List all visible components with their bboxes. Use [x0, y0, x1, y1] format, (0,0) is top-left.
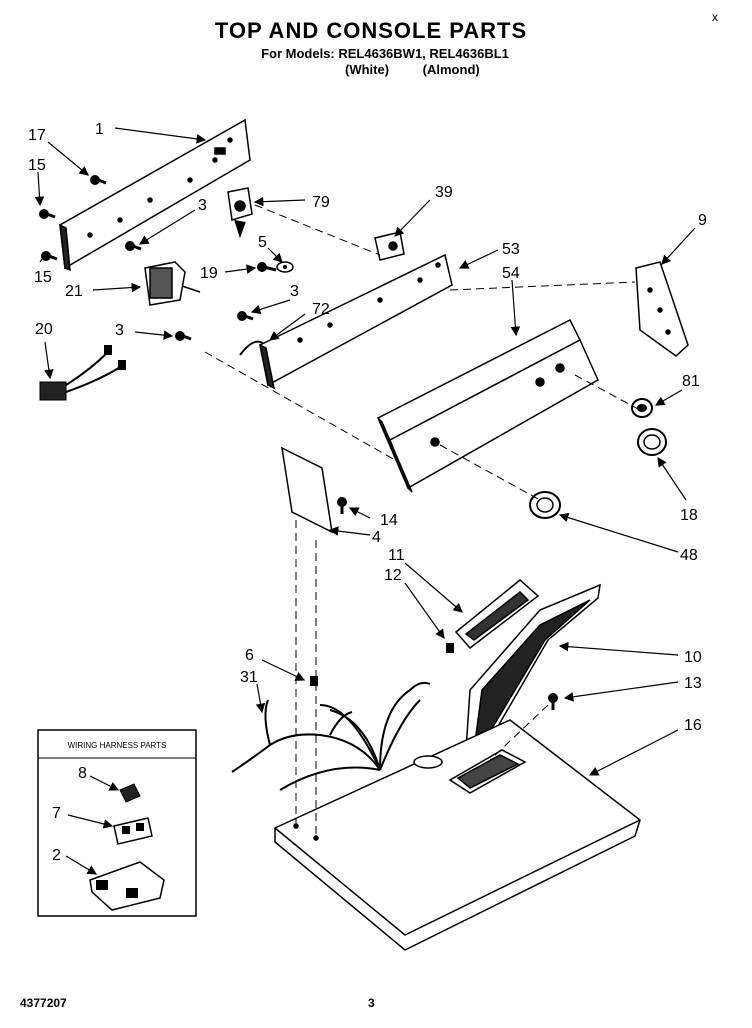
- callout-6: 6: [245, 647, 254, 664]
- models-line: For Models: REL4636BW1, REL4636BL1: [261, 46, 509, 61]
- callout-19: 19: [200, 265, 218, 282]
- callout-16: 16: [684, 717, 702, 734]
- callout-5: 5: [258, 234, 267, 251]
- clip-6: [310, 676, 318, 686]
- connector-2: [89, 861, 165, 911]
- callout-12: 12: [384, 567, 402, 584]
- screw-3c: [175, 331, 192, 341]
- dashed-guides: [204, 204, 641, 838]
- console-bracket-53: [258, 253, 453, 390]
- callout-20: 20: [35, 321, 53, 338]
- callout-31: 31: [240, 669, 258, 686]
- knob-48: [529, 491, 561, 519]
- callout-21: 21: [65, 283, 83, 300]
- screw-15b: [41, 251, 58, 261]
- callout-3c: 3: [115, 322, 124, 339]
- callout-7: 7: [52, 805, 61, 822]
- callout-13: 13: [684, 675, 702, 692]
- callout-79: 79: [312, 194, 330, 211]
- screw-3a: [125, 241, 142, 251]
- end-cap-9: [635, 261, 689, 357]
- variant-almond: (Almond): [422, 62, 480, 77]
- callout-labels: 1 17 15 3 79 39 9 5 19 53 54 21 15 3 72 …: [28, 121, 707, 864]
- page-number: 3: [368, 996, 375, 1010]
- part-79: [227, 187, 253, 239]
- screw-17: [90, 175, 107, 185]
- callout-2: 2: [52, 847, 61, 864]
- callout-39: 39: [435, 184, 453, 201]
- corner-mark: x: [712, 10, 718, 24]
- callout-10: 10: [684, 649, 702, 666]
- callout-8: 8: [78, 765, 87, 782]
- screw-13: [548, 693, 558, 710]
- callout-54: 54: [502, 265, 520, 282]
- part-5: [276, 261, 294, 273]
- knob-81: [631, 398, 653, 418]
- callout-48: 48: [680, 547, 698, 564]
- part-11: [454, 579, 540, 650]
- top-16: [274, 719, 641, 951]
- clip-12: [446, 643, 454, 653]
- screw-19: [257, 262, 277, 272]
- rear-panel: [59, 118, 251, 272]
- wiring-harness-box: WIRING HARNESS PARTS: [37, 729, 197, 917]
- connector-20: [39, 345, 126, 401]
- page-title: TOP AND CONSOLE PARTS: [214, 18, 528, 43]
- part-39: [374, 231, 405, 261]
- knob-18: [637, 428, 667, 456]
- callout-15a: 15: [28, 157, 46, 174]
- wiring-box-title: WIRING HARNESS PARTS: [68, 741, 167, 750]
- callout-1: 1: [95, 121, 104, 138]
- callout-4: 4: [372, 529, 381, 546]
- variant-white: (White): [345, 62, 390, 77]
- callout-18: 18: [680, 507, 698, 524]
- document-number: 4377207: [20, 996, 67, 1010]
- timer-21: [144, 261, 201, 306]
- screw-14: [337, 497, 347, 514]
- callout-15b: 15: [34, 269, 52, 286]
- callout-17: 17: [28, 127, 46, 144]
- callout-3a: 3: [198, 197, 207, 214]
- screw-3b: [237, 311, 254, 321]
- connector-8: [119, 783, 141, 803]
- callout-81: 81: [682, 373, 700, 390]
- leader-arrows: [34, 127, 696, 776]
- callout-11: 11: [388, 547, 405, 564]
- callout-9: 9: [698, 212, 707, 229]
- connector-7: [113, 817, 153, 845]
- callout-14: 14: [380, 512, 398, 529]
- console-54: [376, 318, 599, 493]
- callout-3b: 3: [290, 283, 299, 300]
- screw-15a: [39, 209, 56, 219]
- callout-72: 72: [312, 301, 330, 318]
- side-bracket-4: [281, 446, 333, 534]
- model-variants: (White) (Almond): [345, 62, 510, 77]
- callout-53: 53: [502, 241, 520, 258]
